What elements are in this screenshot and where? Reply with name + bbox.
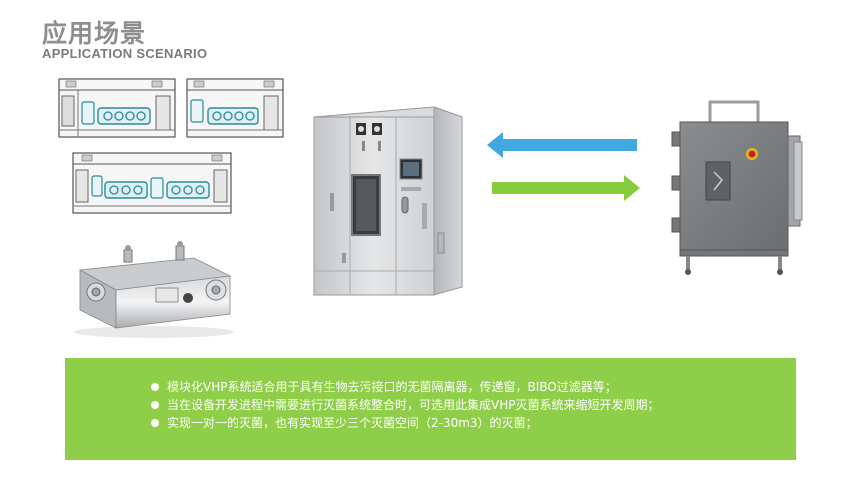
bullet-item: 实现一对一的灭菌，也有实现至少三个灭菌空间（2-30m3）的灭菌；	[151, 414, 791, 432]
bullet-item: 模块化VHP系统适合用于具有生物去污接口的无菌隔离器，传递窗，BIBO过滤器等；	[151, 378, 791, 396]
isolator-drawing-2	[186, 78, 284, 138]
pass-box-photo	[313, 106, 463, 296]
page-title: 应用场景	[42, 19, 147, 48]
bullet-list: 模块化VHP系统适合用于具有生物去污接口的无菌隔离器，传递窗，BIBO过滤器等；…	[151, 378, 791, 432]
page-subtitle: APPLICATION SCENARIO	[42, 46, 208, 61]
bibo-filter-box-photo	[671, 100, 803, 275]
info-banner: 模块化VHP系统适合用于具有生物去污接口的无菌隔离器，传递窗，BIBO过滤器等；…	[65, 358, 796, 460]
left-arrow-icon	[487, 132, 637, 158]
vhp-module-photo	[74, 241, 234, 338]
bullet-item: 当在设备开发进程中需要进行灭菌系统整合时，可选用此集成VHP灭菌系统来缩短开发周…	[151, 396, 791, 414]
isolator-drawing-1	[58, 78, 176, 138]
right-arrow-icon	[492, 175, 640, 201]
isolator-drawing-3	[72, 152, 232, 214]
